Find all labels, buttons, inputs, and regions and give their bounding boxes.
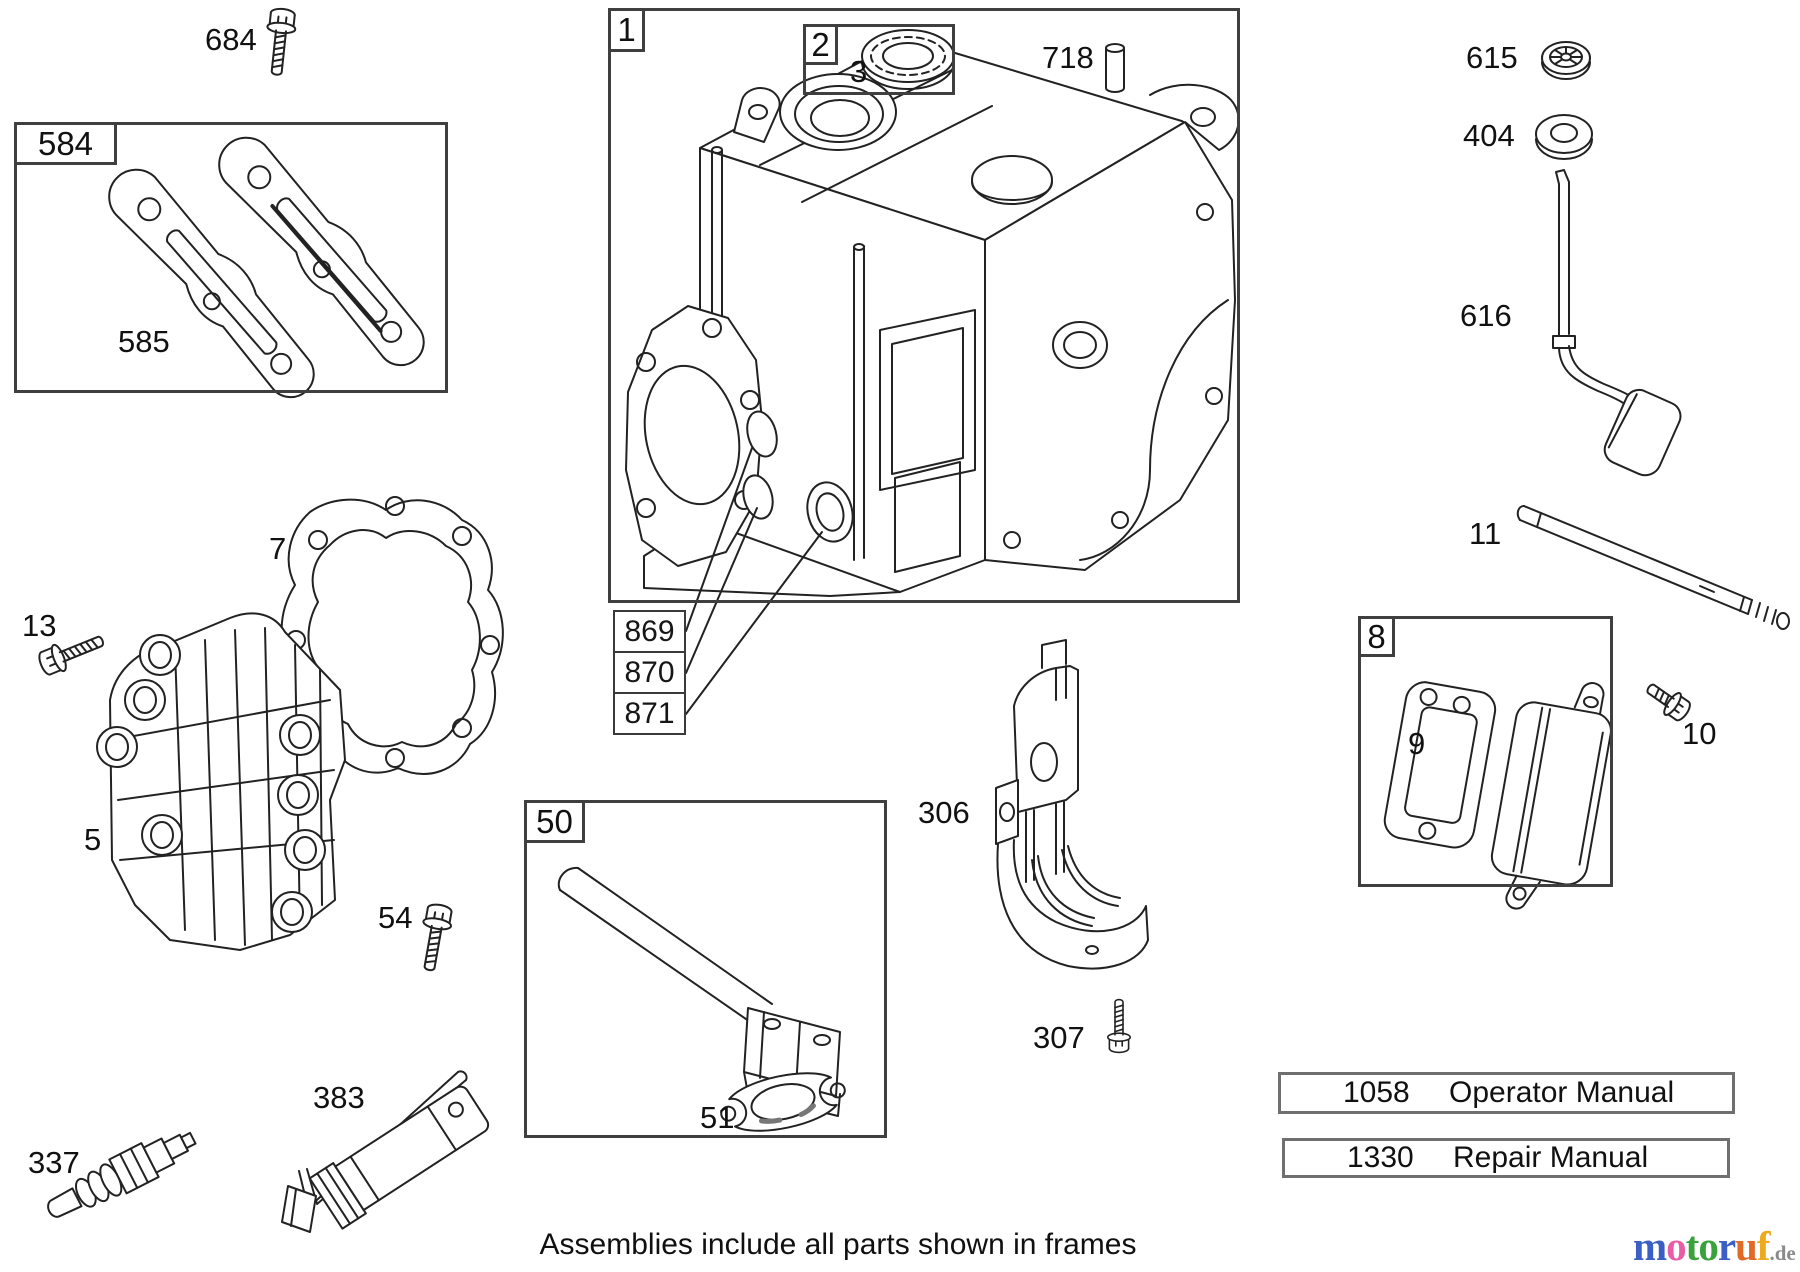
frame-50 [524,800,887,1138]
manual-title: Operator Manual [1449,1076,1675,1109]
frame-label-584: 584 [14,122,117,165]
logo-letter: o [1666,1223,1686,1269]
callout-11: 11 [1469,516,1502,551]
frame-label-50: 50 [524,800,585,843]
callout-7: 7 [269,531,287,566]
callout-616: 616 [1460,298,1512,333]
callout-337: 337 [28,1145,80,1180]
frame-label-1: 1 [608,8,645,52]
dipstick-616-art [1552,169,1682,477]
bolt-307-art [1107,998,1131,1054]
manual-number: 1058 [1343,1076,1410,1109]
callout-404: 404 [1463,118,1515,153]
washer-404-art [1535,114,1593,160]
motoruf-logo: motoruf.de [1633,1222,1796,1270]
callout-stack-869-871: 869 870 871 [613,610,686,735]
footer-note: Assemblies include all parts shown in fr… [539,1228,1137,1261]
logo-letter: m [1633,1223,1667,1269]
tube-11-art [1516,504,1790,630]
spark-plug-337-art [47,1131,197,1218]
callout-54: 54 [378,900,413,935]
callout-10: 10 [1682,716,1717,751]
muffler-gasket-9-art [1383,681,1497,849]
callout-307: 307 [1033,1020,1085,1055]
logo-letter: t [1685,1223,1700,1269]
callout-5: 5 [84,822,102,857]
muffler-art [1490,682,1612,910]
callout-869: 869 [615,612,684,653]
logo-letter: r [1717,1223,1736,1269]
callout-585: 585 [118,324,170,359]
logo-suffix: .de [1769,1241,1796,1265]
callout-13: 13 [22,608,57,643]
shield-306-art [995,639,1149,970]
callout-383: 383 [313,1080,365,1115]
callout-615: 615 [1466,40,1518,75]
plug-wrench-383-art [281,1070,490,1233]
callout-718: 718 [1042,40,1094,75]
manual-number: 1330 [1347,1141,1414,1174]
bolt-54-art [414,901,456,974]
cylinder-head-5-art [96,612,346,951]
gasket-585b-art [203,125,444,377]
pin-718-art [1105,43,1125,93]
logo-letter: o [1698,1223,1718,1269]
frame-1 [608,8,1240,603]
frame-8 [1358,616,1613,887]
callout-870: 870 [615,653,684,694]
callout-3: 3 [850,54,868,89]
gasket-51-art [720,1072,846,1132]
callout-871: 871 [615,694,684,733]
bolt-684-art [261,6,299,78]
frame-584 [14,122,448,393]
callout-51: 51 [700,1100,735,1135]
frame-label-8: 8 [1358,616,1395,657]
callout-9: 9 [1408,726,1426,761]
callout-684: 684 [205,22,257,57]
manual-row-operator: 1058 Operator Manual [1278,1072,1735,1114]
manual-title: Repair Manual [1453,1141,1649,1174]
ratchet-615-art [1541,41,1591,80]
logo-letter: u [1735,1223,1758,1269]
frame-label-2: 2 [803,24,838,65]
manual-row-repair: 1330 Repair Manual [1282,1138,1730,1178]
callout-306: 306 [918,795,970,830]
logo-letter: f [1756,1223,1771,1269]
oil-seal-3-art [861,29,955,90]
